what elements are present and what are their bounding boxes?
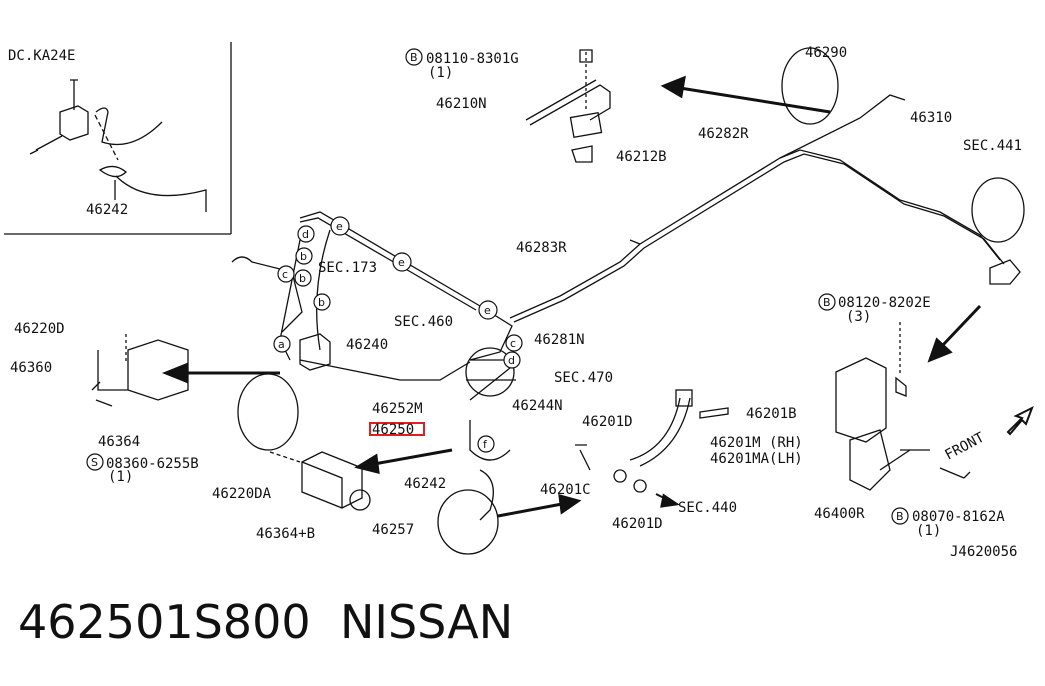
label-46201D-bot: 46201D — [612, 516, 663, 532]
label-sec470: SEC.470 — [554, 370, 613, 386]
bolt-left-qty: (1) — [108, 469, 133, 485]
direction-arrows — [161, 75, 982, 518]
bolt-left-label: 08360-6255B — [106, 456, 199, 472]
label-sec441: SEC.441 — [963, 138, 1022, 154]
front-arrow-icon — [1006, 405, 1034, 436]
ref-b-2: b — [299, 272, 306, 285]
ref-e-3: e — [484, 304, 491, 317]
inset-title: DC.KA24E — [8, 48, 75, 64]
label-46201M: 46201M (RH) — [710, 435, 803, 451]
circle-b-1: B — [410, 51, 418, 64]
label-46201C: 46201C — [540, 482, 591, 498]
label-46400R: 46400R — [814, 506, 865, 522]
label-46201MA: 46201MA(LH) — [710, 451, 803, 467]
reference-markers — [86, 48, 909, 525]
label-46201D-top: 46201D — [582, 414, 633, 430]
bolt-bottom-qty: (1) — [916, 523, 941, 539]
label-46360: 46360 — [10, 360, 52, 376]
part-number: 462501S800 — [18, 595, 311, 649]
ref-b-3: b — [318, 296, 325, 309]
ref-c-1: c — [282, 268, 288, 281]
label-46244N: 46244N — [512, 398, 563, 414]
circle-b-2: B — [823, 296, 831, 309]
inset-part-label: 46242 — [86, 202, 128, 218]
ref-c-2: c — [510, 337, 516, 350]
label-46281N: 46281N — [534, 332, 585, 348]
diagram-code: J4620056 — [950, 544, 1017, 560]
brake-lines — [91, 47, 1025, 555]
circle-s-1: S — [91, 456, 98, 469]
label-46250: 46250 — [372, 422, 414, 438]
footer: 462501S800 NISSAN — [0, 595, 1045, 675]
label-46282R: 46282R — [698, 126, 749, 142]
highlight-46250-box — [369, 422, 425, 436]
label-46310: 46310 — [910, 110, 952, 126]
bolt-right-qty: (3) — [846, 309, 871, 325]
ref-a-1: a — [278, 338, 285, 351]
ref-e-1: e — [336, 220, 343, 233]
label-46364B: 46364+B — [256, 526, 315, 542]
label-sec460: SEC.460 — [394, 314, 453, 330]
bolt-top-label: 08110-8301G — [426, 51, 519, 67]
ref-d-1: d — [302, 228, 309, 241]
ref-f-1: f — [483, 438, 488, 451]
label-46212B: 46212B — [616, 149, 667, 165]
bolt-right-label: 08120-8202E — [838, 295, 931, 311]
ref-b-1: b — [300, 250, 307, 263]
front-label: FRONT — [942, 429, 987, 463]
bolt-bottom-label: 08070-8162A — [912, 509, 1005, 525]
label-46252M: 46252M — [372, 401, 423, 417]
label-46220DA: 46220DA — [212, 486, 272, 502]
circle-b-3: B — [896, 510, 904, 523]
label-46201B: 46201B — [746, 406, 797, 422]
label-sec440: SEC.440 — [678, 500, 737, 516]
label-46242: 46242 — [404, 476, 446, 492]
ref-d-2: d — [508, 354, 515, 367]
brake-line-diagram: DC.KA24E 46242 — [4, 42, 1034, 560]
label-46257: 46257 — [372, 522, 414, 538]
label-46210N: 46210N — [436, 96, 487, 112]
label-46364: 46364 — [98, 434, 140, 450]
label-46240: 46240 — [346, 337, 388, 353]
label-46290: 46290 — [805, 45, 847, 61]
label-sec173: SEC.173 — [318, 260, 377, 276]
brand-name: NISSAN — [340, 595, 514, 649]
label-46220D: 46220D — [14, 321, 65, 337]
bolt-top-qty: (1) — [428, 65, 453, 81]
ref-e-2: e — [398, 256, 405, 269]
inset-box — [4, 42, 232, 235]
label-46283R: 46283R — [516, 240, 567, 256]
